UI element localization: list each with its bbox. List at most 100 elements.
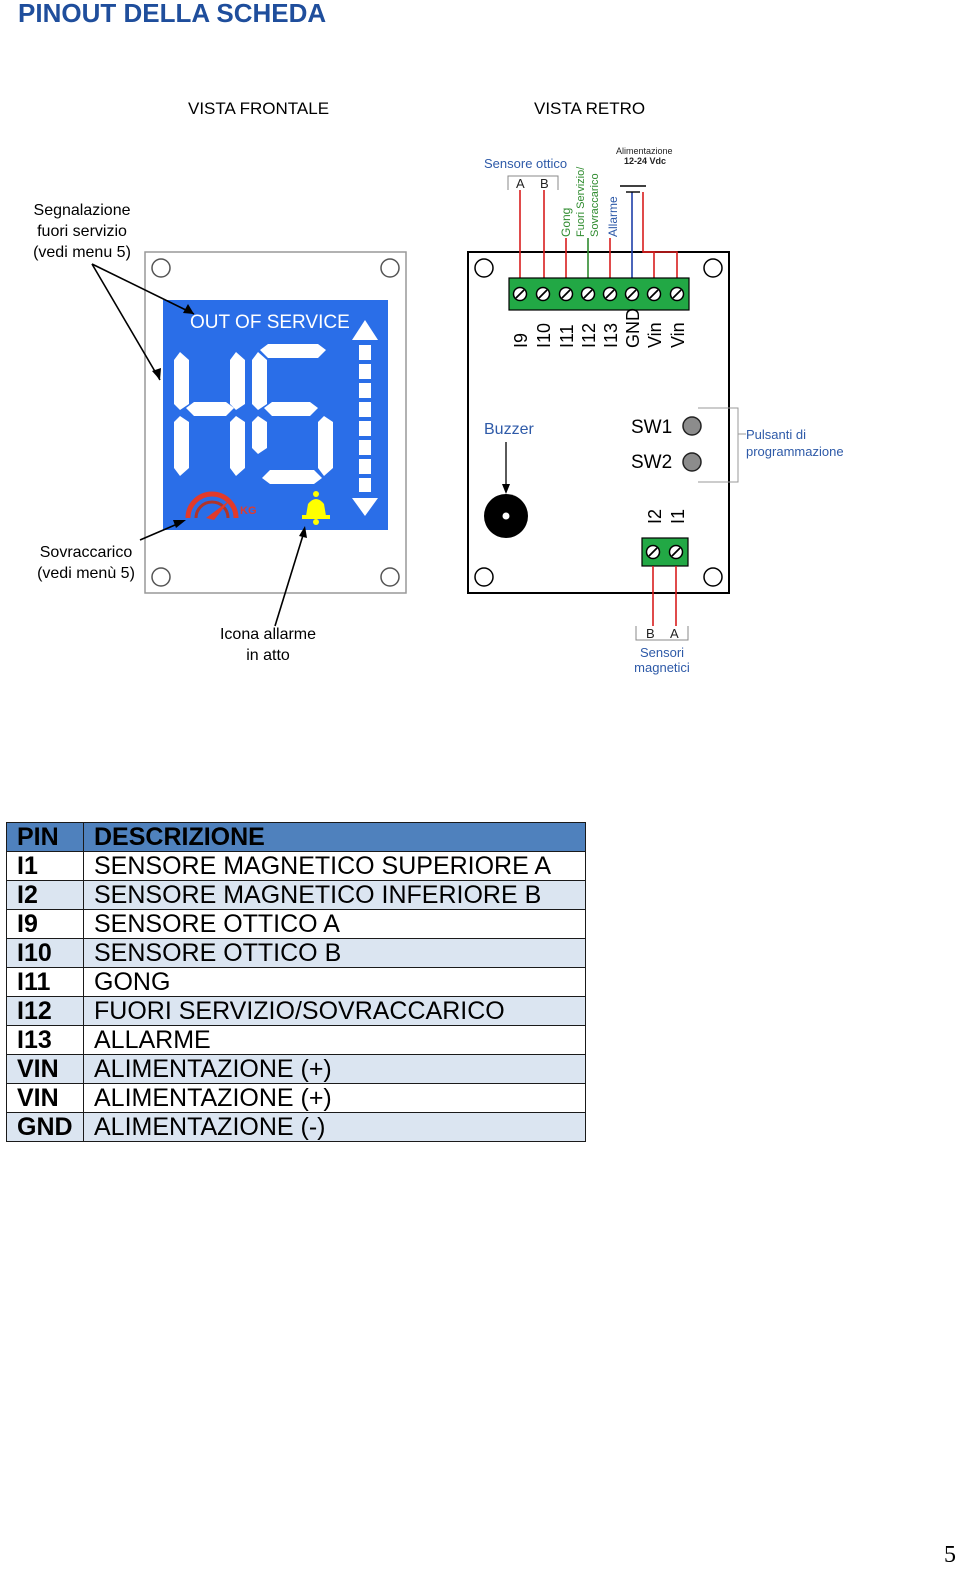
note-line: Segnalazione	[33, 202, 131, 219]
sw1-button	[682, 416, 702, 436]
optical-b-label: B	[540, 176, 549, 191]
pin-cell: I2	[6, 880, 84, 910]
kg-label: KG	[240, 505, 257, 517]
rear-view-label: VISTA RETRO	[534, 99, 646, 118]
mount-hole	[703, 258, 723, 278]
screw-slot	[515, 289, 525, 299]
pin-cell: GND	[6, 1112, 84, 1142]
terminal-screws	[645, 544, 684, 560]
mount-hole	[151, 567, 171, 587]
screw-slot	[627, 289, 637, 299]
gauge-icon	[185, 491, 239, 520]
note-line: fuori servizio	[37, 223, 127, 240]
mag-a-label: A	[670, 626, 679, 641]
mount-hole	[474, 567, 494, 587]
i1-terminal-label: I1	[668, 509, 688, 524]
pin-cell: VIN	[6, 1054, 84, 1084]
table-header-row: PIN DESCRIZIONE	[6, 822, 586, 852]
note-line: (vedi menù 5)	[37, 565, 135, 582]
pin-cell: I9	[6, 909, 84, 939]
mount-hole	[151, 258, 171, 278]
direction-bar	[352, 320, 378, 516]
terminal-label: Vin	[645, 322, 665, 348]
pin-cell: I12	[6, 996, 84, 1026]
screw-slot	[583, 289, 593, 299]
terminal-label: Vin	[668, 322, 688, 348]
front-view-label: VISTA FRONTALE	[188, 99, 330, 118]
page-title: PINOUT DELLA SCHEDA	[18, 0, 327, 28]
terminal-label: GND	[623, 308, 643, 348]
power-voltage: 12-24 Vdc	[624, 156, 666, 166]
note-line: in atto	[246, 647, 290, 664]
screw-slot	[561, 289, 571, 299]
mount-hole	[380, 258, 400, 278]
out-service-wire-label: Fuori Servizio/	[575, 166, 587, 237]
magnetic-sensors-line: magnetici	[634, 660, 690, 675]
description-cell: ALLARME	[83, 1025, 586, 1055]
mag-b-label: B	[646, 626, 655, 641]
mount-hole	[703, 567, 723, 587]
terminal-screws	[512, 286, 685, 302]
pin-cell: VIN	[6, 1083, 84, 1113]
terminal-label: I10	[534, 323, 554, 348]
pin-cell: I1	[6, 851, 84, 881]
i2-terminal-label: I2	[645, 509, 665, 524]
optical-a-label: A	[516, 176, 525, 191]
mount-hole	[380, 567, 400, 587]
buzzer-label: Buzzer	[484, 421, 534, 438]
pin-cell: I11	[6, 967, 84, 997]
battery-icon	[620, 185, 646, 193]
buttons-note-line: Pulsanti di	[746, 427, 806, 442]
description-cell: FUORI SERVIZIO/SOVRACCARICO	[83, 996, 586, 1026]
magnetic-sensors-line: Sensori	[640, 645, 684, 660]
note-line: Sovraccarico	[39, 544, 133, 561]
description-cell: SENSORE OTTICO A	[83, 909, 586, 939]
alarm-wire-label: Allarme	[606, 196, 620, 237]
page-number: 5	[944, 1542, 956, 1568]
description-cell: SENSORE OTTICO B	[83, 938, 586, 968]
arrow-heads	[152, 304, 307, 538]
terminal-label: I12	[579, 323, 599, 348]
description-cell: ALIMENTAZIONE (+)	[83, 1054, 586, 1084]
bell-icon	[302, 491, 330, 525]
floor-digits	[174, 344, 333, 484]
board-diagram: OUT OF SERVICE KG	[91, 146, 844, 675]
top-wires	[519, 190, 678, 280]
note-line: (vedi menu 5)	[33, 244, 131, 261]
screw-slot	[538, 289, 548, 299]
description-cell: ALIMENTAZIONE (+)	[83, 1083, 586, 1113]
pin-cell: I13	[6, 1025, 84, 1055]
alarm-icon-note: Icona allarme in atto	[208, 624, 328, 666]
note-line: Icona allarme	[219, 626, 317, 643]
screw-slot	[648, 547, 658, 557]
description-cell: SENSORE MAGNETICO SUPERIORE A	[83, 851, 586, 881]
terminal-label: I11	[557, 324, 577, 348]
terminal-label: I13	[601, 323, 621, 348]
screw-slot	[672, 289, 682, 299]
out-of-service-text: OUT OF SERVICE	[190, 312, 350, 333]
power-label: Alimentazione	[616, 146, 673, 156]
header-description: DESCRIZIONE	[83, 822, 586, 852]
overload-wire-label: Sovraccarico	[589, 173, 601, 237]
mount-hole	[474, 258, 494, 278]
pin-cell: I10	[6, 938, 84, 968]
screw-slot	[671, 547, 681, 557]
description-cell: GONG	[83, 967, 586, 997]
screw-slot	[605, 289, 615, 299]
bracket-lines	[507, 175, 559, 190]
terminal-label: I9	[511, 333, 531, 348]
overload-note: Sovraccarico (vedi menù 5)	[26, 542, 146, 584]
header-pin: PIN	[6, 822, 84, 852]
optical-sensor-label: Sensore ottico	[484, 156, 567, 171]
gong-wire-label: Gong	[559, 208, 573, 237]
